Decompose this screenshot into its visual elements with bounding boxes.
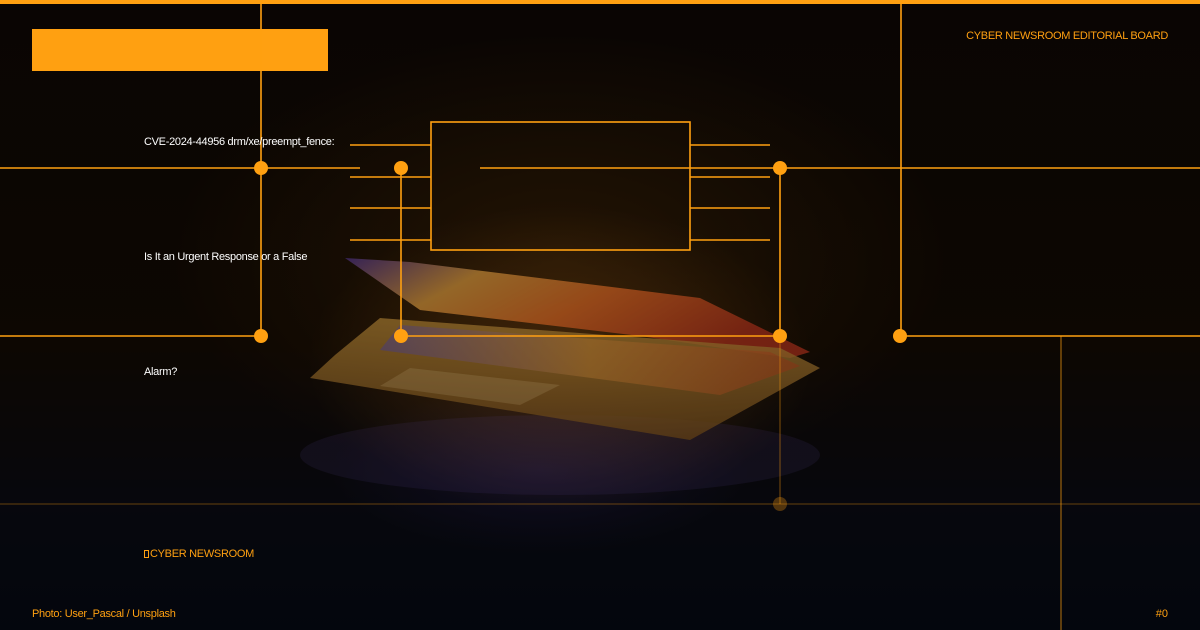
accent-block [32,29,328,71]
headline-line-2: Is It an Urgent Response or a False [144,251,308,263]
headline-line-1: CVE-2024-44956 drm/xe/preempt_fence: [144,136,335,148]
editorial-board-label: CYBER NEWSROOM EDITORIAL BOARD [966,30,1168,42]
brand-name: CYBER NEWSROOM [144,548,254,560]
brand-label: CYBER NEWSROOM [150,548,254,560]
page-number: #0 [1155,608,1168,620]
headline-line-3: Alarm? [144,366,178,378]
photo-credit: Photo: User_Pascal / Unsplash [32,608,176,620]
top-accent-rule [0,0,1200,4]
newsroom-logo-icon [144,550,149,558]
